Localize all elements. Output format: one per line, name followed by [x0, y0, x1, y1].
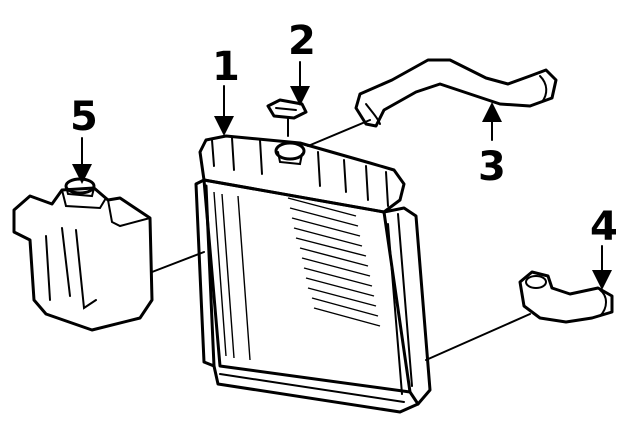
callout-2: 2: [288, 18, 316, 64]
callout-arrows: [72, 61, 612, 290]
upper-hose: [307, 58, 558, 147]
callout-1: 1: [212, 44, 240, 90]
radiator-cap: [266, 98, 308, 137]
callout-3: 3: [478, 144, 506, 190]
lower-hose: [425, 270, 614, 361]
callout-4: 4: [590, 204, 618, 250]
coolant-reservoir: [12, 177, 205, 332]
radiator: [194, 134, 432, 414]
callout-5: 5: [70, 94, 98, 140]
